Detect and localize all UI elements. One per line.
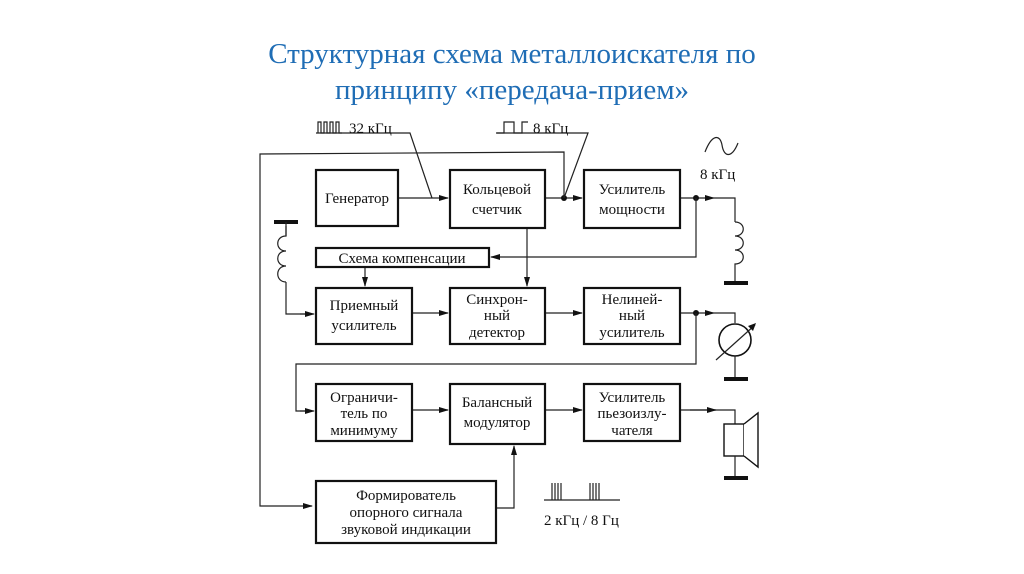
block-nonlinear-amplifier: Нелиней- ный усилитель [582, 286, 682, 346]
block-label: пьезоизлу- [598, 406, 667, 422]
transmit-coil-icon [724, 221, 748, 285]
block-label: звуковой индикации [341, 522, 471, 538]
signal-label-burst: 2 кГц / 8 Гц [544, 513, 619, 529]
title-line-2: принципу «передача-прием» [334, 74, 690, 106]
block-label: мощности [599, 202, 665, 218]
signal-label-32k: 32 кГц [349, 121, 392, 137]
wire-to-tx-coil [714, 197, 736, 222]
wires [259, 132, 736, 509]
block-reference-former: Формирователь опорного сигнала звуковой … [314, 479, 498, 545]
pointer-meter-icon [715, 323, 756, 381]
wire-feedback-left-rail [259, 151, 565, 509]
block-label: Кольцевой [463, 182, 531, 198]
clock-32k-waveform-icon [317, 121, 342, 134]
block-label: ный [619, 308, 645, 324]
sine-wave-icon [704, 137, 739, 156]
block-label: Ограничи- [330, 390, 398, 406]
block-label: ный [484, 308, 510, 324]
block-sync-detector: Синхрон- ный детектор [448, 286, 547, 346]
receive-coil-icon [274, 220, 298, 283]
block-compensation: Схема компенсации [314, 246, 491, 269]
block-label: Формирователь [356, 488, 456, 504]
block-label: модулятор [464, 415, 531, 431]
block-label: Приемный [330, 298, 399, 314]
title-line-1: Структурная схема металлоискателя по [268, 38, 756, 70]
block-label: чателя [611, 423, 653, 439]
block-label: детектор [469, 325, 525, 341]
block-label: усилитель [599, 325, 664, 341]
block-balanced-modulator: Балансный модулятор [448, 382, 547, 446]
block-power-amplifier: Усилитель мощности [582, 168, 682, 230]
wire-rxcoil-receiver [285, 226, 312, 315]
block-label: Синхрон- [466, 292, 528, 308]
signal-label-sine-8k: 8 кГц [700, 167, 735, 183]
block-label: Генератор [325, 191, 389, 207]
block-piezo-amplifier: Усилитель пьезоизлу- чателя [582, 382, 682, 443]
block-label: Усилитель [599, 182, 666, 198]
block-label: минимуму [330, 423, 398, 439]
clock-8k-waveform-icon [497, 121, 528, 134]
block-label: усилитель [331, 318, 396, 334]
signal-label-8k: 8 кГц [533, 121, 568, 137]
block-receiver-amplifier: Приемный усилитель [314, 286, 414, 346]
page-title: Структурная схема металлоискателя по при… [0, 36, 1024, 108]
leader-32k [316, 132, 433, 199]
leader-8k [496, 132, 589, 199]
block-generator: Генератор [314, 168, 400, 228]
wire-to-meter [714, 312, 736, 323]
piezo-speaker-icon [723, 411, 759, 480]
block-label: Нелиней- [602, 292, 663, 308]
block-ring-counter: Кольцевой счетчик [448, 168, 547, 230]
block-label: Усилитель [599, 390, 666, 406]
block-label: опорного сигнала [350, 505, 463, 521]
wire-ref-modulator [496, 445, 517, 509]
burst-waveform-icon [544, 483, 620, 501]
block-label: счетчик [472, 202, 523, 218]
wire-piezo-speaker [680, 409, 736, 424]
block-label: Балансный [462, 395, 532, 411]
block-label: тель по [341, 406, 388, 422]
block-label: Схема компенсации [338, 251, 465, 267]
wire-amp-compensation [490, 198, 697, 260]
block-limiter: Ограничи- тель по минимуму [314, 382, 414, 443]
